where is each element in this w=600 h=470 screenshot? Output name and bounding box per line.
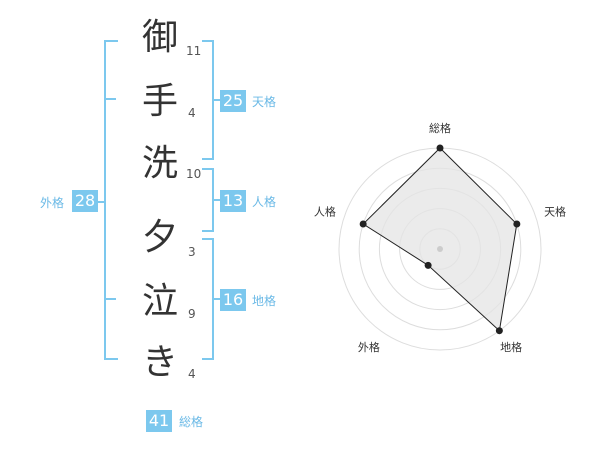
radar-point-1 (436, 144, 444, 152)
jinkaku-value-badge: 13 (220, 190, 246, 212)
stroke-count-2: 4 (188, 106, 196, 120)
jinkaku-connector (214, 199, 220, 201)
gaikaku-bracket-tick-bottom (104, 298, 116, 300)
name-char-5: 泣 (141, 281, 178, 322)
gaikaku-value-badge: 28 (72, 190, 98, 212)
radar-axis-label: 外格 (358, 340, 380, 354)
gaikaku-label: 外格 (40, 196, 65, 210)
tenkaku-label: 天格 (252, 95, 277, 109)
radar-point-3 (495, 327, 503, 335)
chikaku-value-badge: 16 (220, 289, 246, 311)
soukaku-value-badge: 41 (146, 410, 172, 432)
radar-point-4 (424, 261, 432, 269)
soukaku-label: 総格 (179, 415, 204, 429)
jinkaku-bracket (202, 168, 214, 232)
tenkaku-connector (214, 99, 220, 101)
name-char-2: 手 (141, 81, 178, 122)
stroke-count-1: 11 (186, 44, 202, 58)
tenkaku-value-badge: 25 (220, 90, 246, 112)
stroke-count-3: 10 (186, 167, 202, 181)
stroke-count-4: 3 (188, 245, 196, 259)
tenkaku-bracket (202, 40, 214, 160)
gaikaku-bracket-tick-top (104, 98, 116, 100)
stroke-count-5: 9 (188, 307, 196, 321)
chikaku-label: 地格 (252, 294, 277, 308)
chikaku-connector (214, 298, 220, 300)
radar-axis-label: 人格 (314, 205, 336, 219)
radar-axis-label: 地格 (500, 340, 522, 354)
radar-point-2 (513, 220, 521, 228)
name-char-4: 夕 (141, 217, 178, 258)
gaikaku-connector (98, 201, 104, 203)
name-char-1: 御 (141, 17, 178, 58)
name-char-3: 洗 (141, 143, 178, 184)
gaikaku-bracket (104, 40, 118, 360)
radar-axis-label: 天格 (544, 205, 566, 219)
chikaku-bracket (202, 238, 214, 360)
radar-axis-label: 総格 (429, 121, 451, 135)
name-char-6: き (141, 342, 178, 383)
jinkaku-label: 人格 (252, 195, 277, 209)
radar-point-5 (359, 220, 367, 228)
radar-center-dot (437, 246, 443, 252)
radar-data-polygon (362, 147, 518, 332)
stroke-count-6: 4 (188, 367, 196, 381)
